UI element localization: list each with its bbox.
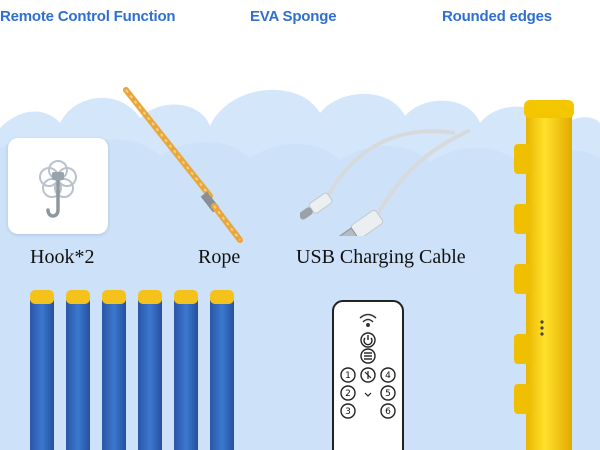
remote-key-2-label: 2 bbox=[345, 389, 351, 399]
remote-key-6-label: 6 bbox=[385, 407, 391, 417]
remote-key-6 bbox=[380, 403, 396, 419]
remote-key-3 bbox=[340, 403, 356, 419]
mode-icon bbox=[360, 367, 376, 383]
feature-remote-control: Remote Control Function bbox=[0, 8, 176, 25]
remote-key-3-label: 3 bbox=[345, 407, 351, 417]
power-icon bbox=[360, 332, 376, 348]
remote-key-2 bbox=[340, 385, 356, 401]
menu-icon bbox=[360, 348, 376, 364]
feature-eva-sponge: EVA Sponge bbox=[250, 8, 337, 25]
usb-cable-icon bbox=[300, 128, 471, 236]
sponge-stick-3 bbox=[102, 290, 126, 450]
rope-label: Rope bbox=[198, 246, 241, 268]
sponge-stick-5 bbox=[174, 290, 198, 450]
hook-label: Hook*2 bbox=[30, 246, 95, 268]
yellow-pole bbox=[514, 100, 574, 450]
remote-control: 1 2 3 4 5 6 bbox=[332, 300, 404, 450]
remote-key-4-label: 4 bbox=[385, 371, 391, 381]
sponge-stick-1 bbox=[30, 290, 54, 450]
eva-sponge-sticks bbox=[30, 290, 234, 450]
remote-key-4 bbox=[380, 367, 396, 383]
sponge-stick-4 bbox=[138, 290, 162, 450]
remote-key-5 bbox=[380, 385, 396, 401]
remote-key-1-label: 1 bbox=[345, 371, 351, 381]
usb-cable-label: USB Charging Cable bbox=[296, 246, 466, 268]
rope-icon bbox=[123, 87, 243, 243]
remote-key-5-label: 5 bbox=[385, 389, 391, 399]
remote-key-1 bbox=[340, 367, 356, 383]
sponge-stick-6 bbox=[210, 290, 234, 450]
adhesive-hook-icon bbox=[39, 160, 77, 218]
wifi-signal-icon bbox=[359, 313, 377, 327]
sponge-stick-2 bbox=[66, 290, 90, 450]
feature-rounded-edges: Rounded edges bbox=[442, 8, 552, 25]
